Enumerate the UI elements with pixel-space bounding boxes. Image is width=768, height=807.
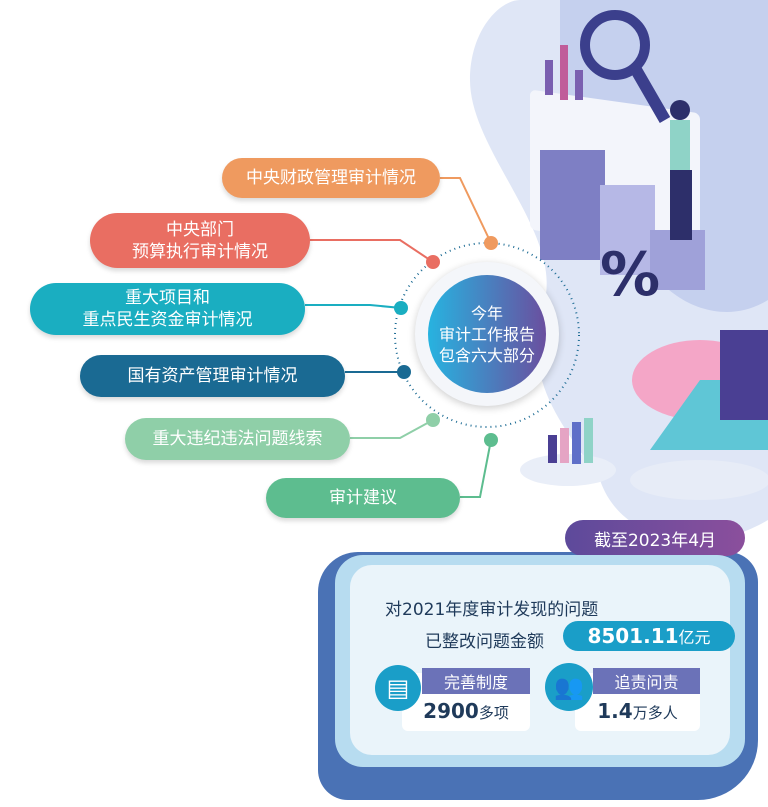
connector-dot <box>394 301 408 315</box>
connector-dot <box>426 413 440 427</box>
stat-number: 1.4 <box>597 699 633 723</box>
stat-title: 追责问责 <box>593 668 700 694</box>
stat-value: 1.4万多人 <box>575 699 700 723</box>
stat-value: 2900多项 <box>402 699 530 723</box>
section-major-projects: 重大项目和 重点民生资金审计情况 <box>30 283 305 335</box>
amount-badge: 8501.11 亿元 <box>563 621 735 651</box>
document-search-icon: ▤ <box>375 665 421 711</box>
person-figure <box>670 120 690 170</box>
date-badge: 截至2023年4月 <box>565 520 745 556</box>
center-title: 今年 审计工作报告 包含六大部分 <box>428 275 546 393</box>
connector-dot <box>397 365 411 379</box>
section-central-departments: 中央部门 预算执行审计情况 <box>90 213 310 268</box>
amount-value: 8501.11 <box>587 624 679 648</box>
summary-card: 对2021年度审计发现的问题 已整改问题金额 8501.11 亿元 完善制度 2… <box>335 555 745 767</box>
summary-line1: 对2021年度审计发现的问题 <box>385 600 599 620</box>
section-violation-clues: 重大违纪违法问题线索 <box>125 418 350 460</box>
section-central-finance: 中央财政管理审计情况 <box>222 158 440 198</box>
people-icon: 👥 <box>545 663 593 711</box>
connector-dot <box>484 236 498 250</box>
connector-dot <box>426 255 440 269</box>
stat-title: 完善制度 <box>422 668 530 694</box>
connector-dot <box>484 433 498 447</box>
stat-unit: 多项 <box>478 704 509 722</box>
amount-unit: 亿元 <box>678 628 711 647</box>
center-line: 审计工作报告 <box>438 324 535 344</box>
section-state-assets: 国有资产管理审计情况 <box>80 355 345 397</box>
stat-number: 2900 <box>423 699 479 723</box>
center-line: 包含六大部分 <box>438 345 535 365</box>
summary-line2: 已整改问题金额 <box>425 632 544 652</box>
stat-unit: 万多人 <box>632 704 678 722</box>
center-line: 今年 <box>470 303 503 323</box>
percent-icon: % <box>600 240 660 310</box>
magnifier-icon <box>580 10 650 80</box>
bar-block <box>540 150 605 260</box>
dotted-ring <box>394 242 580 428</box>
section-audit-suggestions: 审计建议 <box>266 478 460 518</box>
